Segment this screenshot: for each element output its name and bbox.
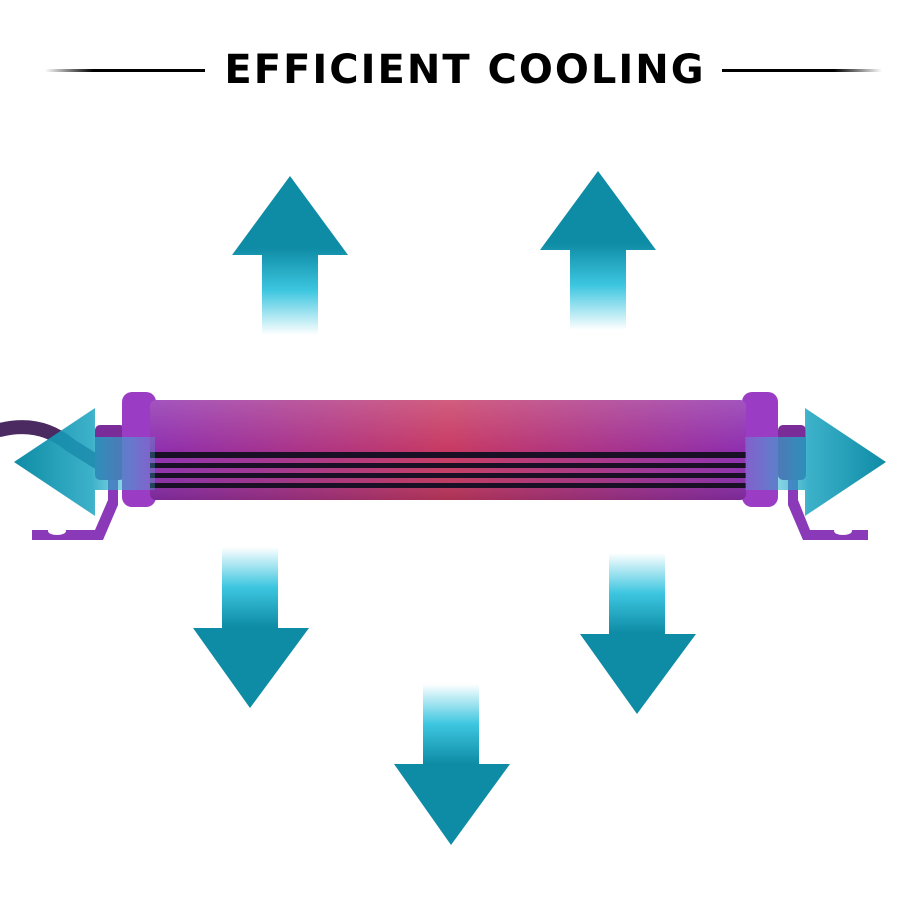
cooling-fins [150,452,746,488]
arrow-down-icon [580,553,696,714]
header-rule-left [45,69,205,72]
arrow-down-icon [394,684,510,845]
page-title: EFFICIENT COOLING [224,47,706,93]
bracket-hole-left [48,527,66,535]
arrow-right-icon [745,408,886,516]
header: EFFICIENT COOLING [0,40,900,100]
arrow-up-icon [232,176,348,335]
arrow-up-icon [540,171,656,330]
bracket-hole-right [834,527,852,535]
arrow-down-icon [193,547,309,708]
arrow-left-icon [14,408,155,516]
header-rule-right [722,69,882,72]
